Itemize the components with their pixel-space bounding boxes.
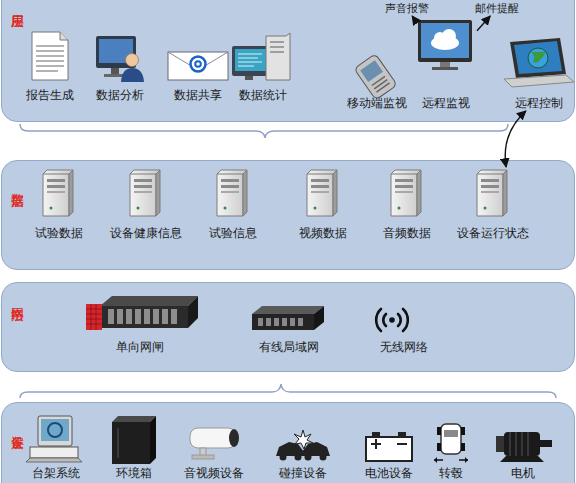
layer-label: 网络层 — [10, 297, 24, 300]
icon-node: 无线网络 — [367, 307, 441, 355]
laptop-icon — [504, 38, 574, 87]
icon-node: 试验信息 — [191, 167, 275, 241]
icon-node: 设备健康信息 — [104, 167, 188, 241]
bench-computer-icon — [26, 416, 82, 462]
node-caption: 移动端监视 — [347, 96, 407, 111]
envelope-icon — [168, 52, 228, 80]
node-caption: 碰撞设备 — [279, 466, 327, 481]
server-icons — [43, 170, 507, 216]
icon-node: 报告生成 — [21, 29, 79, 103]
arrow-connector — [505, 111, 526, 167]
node-caption: 报告生成 — [26, 88, 74, 103]
battery-icon — [366, 432, 412, 461]
icon-node: 数据统计 — [229, 29, 297, 103]
phone-icon — [354, 54, 397, 100]
icon-node: 电机 — [491, 415, 555, 481]
node-caption: 音视频设备 — [184, 466, 244, 481]
cabinet-icon — [112, 416, 156, 464]
icon-node: 音视频设备 — [177, 415, 251, 481]
switch-icon — [252, 306, 324, 330]
node-caption: 试验信息 — [209, 226, 257, 241]
bracket — [20, 124, 556, 398]
document-icon — [32, 32, 68, 80]
arrow-connector — [412, 16, 415, 20]
icon-node: 设备运行状态 — [451, 167, 535, 241]
node-caption: 邮件提醒 — [475, 2, 519, 16]
dyno-icon — [434, 424, 468, 463]
node-caption: 台架系统 — [32, 466, 80, 481]
node-caption: 有线局域网 — [259, 340, 319, 355]
node-caption: 音频数据 — [383, 226, 431, 241]
icon-node: 远程监视 — [415, 19, 477, 111]
node-caption: 设备运行状态 — [457, 226, 529, 241]
node-caption: 转毂 — [439, 466, 463, 481]
icon-node: 碰撞设备 — [267, 415, 339, 481]
layer-label: 设备层 — [10, 425, 24, 428]
node-caption: 无线网络 — [380, 340, 428, 355]
node-caption: 试验数据 — [35, 226, 83, 241]
wifi-icon — [376, 309, 408, 331]
icon-node: 数据分析 — [89, 29, 151, 103]
arrow-connector — [477, 16, 490, 31]
icon-node: 有线局域网 — [247, 305, 331, 355]
icon-node: 移动端监视 — [339, 59, 415, 111]
monitor-icon — [418, 20, 472, 70]
node-caption: 数据统计 — [239, 88, 287, 103]
layer-band: 网络层单向网闸 有线局域网 无线网络 — [1, 282, 575, 372]
icon-node: 视频数据 — [281, 167, 365, 241]
layer-band: 设备层台架系统 环境箱 音视频设备 碰撞设备 电池设备 转毂 电机 — [1, 402, 575, 483]
icon-node: 声音报警 — [377, 1, 437, 16]
icon-node: 音频数据 — [365, 167, 449, 241]
icon-node: 数据共享 — [163, 29, 233, 103]
node-caption: 数据共享 — [174, 88, 222, 103]
node-caption: 远程监视 — [422, 96, 470, 111]
layer-label: 数据层 — [10, 183, 24, 186]
crash-icon — [276, 430, 330, 461]
camera-icon — [190, 428, 239, 459]
node-caption: 远程控制 — [515, 96, 563, 111]
motor-icon — [496, 432, 552, 462]
icon-node: 台架系统 — [21, 415, 91, 481]
icon-node: 单向网闸 — [85, 295, 195, 355]
layer-band: 应用层 声音报警 邮件提醒报告生成 数据分析 数据共享 数据统计移动端监视远程监视 远程控制 — [1, 0, 575, 122]
layer-label: 应用层 — [10, 3, 24, 6]
icon-node: 远程控制 — [503, 37, 575, 111]
icon-node: 电池设备 — [353, 415, 425, 481]
node-caption: 视频数据 — [299, 226, 347, 241]
node-caption: 电池设备 — [365, 466, 413, 481]
node-caption: 单向网闸 — [116, 340, 164, 355]
icon-node: 试验数据 — [17, 167, 101, 241]
icon-node: 环境箱 — [104, 415, 164, 481]
node-caption: 电机 — [511, 466, 535, 481]
node-caption: 数据分析 — [96, 88, 144, 103]
icon-node: 邮件提醒 — [467, 1, 527, 16]
layer-band: 数据层试验数据 设备健康信息 试验信息 视频数据 音频数据 设备运行状态 — [1, 160, 575, 270]
node-caption: 设备健康信息 — [110, 226, 182, 241]
workstation-icon — [232, 33, 290, 80]
node-caption: 声音报警 — [385, 2, 429, 16]
node-caption: 环境箱 — [116, 466, 152, 481]
gateway-icon — [86, 296, 198, 330]
icon-node: 转毂 — [421, 415, 481, 481]
analyst-icon — [96, 36, 144, 82]
